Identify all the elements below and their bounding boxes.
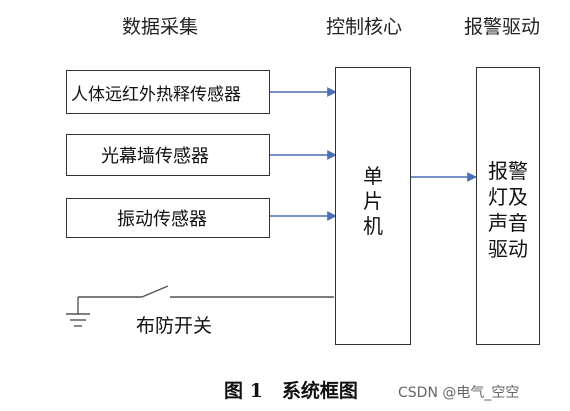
arming-switch-label: 布防开关 (136, 315, 213, 337)
header-data-collection: 数据采集 (122, 16, 199, 38)
alarm-label-line: 声音 (488, 211, 528, 235)
alarm-driver-box (476, 67, 540, 345)
alarm-label-line: 灯及 (488, 185, 528, 209)
sensor-label-light-curtain: 光幕墙传感器 (101, 146, 209, 167)
figure-caption: 图 1 系统框图 (224, 380, 358, 402)
mcu-label-line: 单 (363, 164, 383, 188)
arming-switch-symbol (66, 285, 334, 327)
mcu-label-line: 机 (363, 214, 383, 238)
mcu-label: 单 片 机 (335, 164, 411, 239)
header-alarm-drive: 报警驱动 (464, 16, 541, 38)
mcu-label-line: 片 (363, 189, 383, 213)
sensor-box-vibration: 振动传感器 (66, 198, 270, 238)
alarm-label-line: 驱动 (488, 237, 528, 261)
alarm-label-line: 报警 (488, 159, 528, 183)
header-control-core: 控制核心 (326, 16, 403, 38)
mcu-box (335, 67, 411, 345)
sensor-label-vibration: 振动传感器 (117, 209, 207, 230)
watermark: CSDN @电气_空空 (398, 385, 520, 401)
alarm-driver-label: 报警 灯及 声音 驱动 (476, 158, 540, 262)
sensor-box-light-curtain: 光幕墙传感器 (66, 134, 270, 176)
sensor-label-pir: 人体远红外热释传感器 (71, 84, 241, 105)
sensor-box-pir: 人体远红外热释传感器 (66, 70, 270, 114)
